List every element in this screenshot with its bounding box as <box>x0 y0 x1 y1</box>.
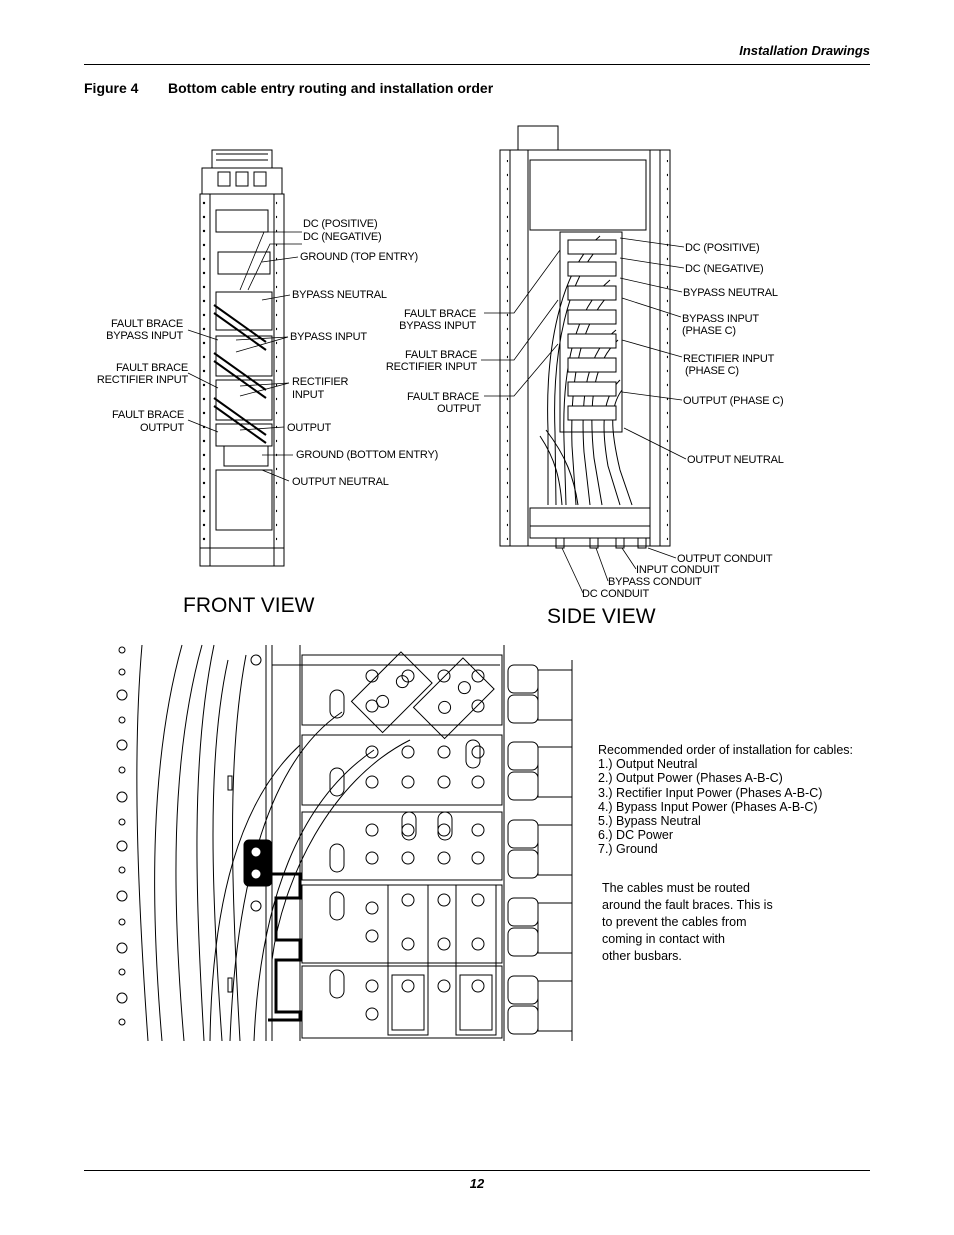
side-label-output-neutral: OUTPUT NEUTRAL <box>687 454 784 466</box>
page-number: 12 <box>469 1176 485 1191</box>
side-label-fault-brace-output-1: FAULT BRACE <box>407 391 479 403</box>
side-label-fault-brace-bypass-2: BYPASS INPUT <box>399 320 476 332</box>
front-label-ground-bottom: GROUND (BOTTOM ENTRY) <box>296 449 439 461</box>
routing-note-line: around the fault braces. This is <box>602 898 773 912</box>
side-label-dc-positive: DC (POSITIVE) <box>685 242 760 254</box>
install-step: 6.) DC Power <box>598 828 674 843</box>
header-rule <box>84 64 870 65</box>
figure-caption: Figure 4 Bottom cable entry routing and i… <box>84 80 493 96</box>
side-view-title: SIDE VIEW <box>547 605 656 628</box>
side-label-dc-conduit: DC CONDUIT <box>582 588 650 600</box>
install-step: 3.) Rectifier Input Power (Phases A-B-C) <box>598 785 823 800</box>
side-label-rect-input-1: RECTIFIER INPUT <box>683 353 775 365</box>
install-step: 4.) Bypass Input Power (Phases A-B-C) <box>598 799 818 814</box>
side-label-fault-brace-output-2: OUTPUT <box>436 403 481 415</box>
front-label-dc-negative: DC (NEGATIVE) <box>303 231 382 243</box>
side-view-busbars <box>567 239 617 421</box>
figure-number: Figure 4 <box>84 80 139 96</box>
install-step: 5.) Bypass Neutral <box>598 814 701 829</box>
side-label-fault-brace-bypass-1: FAULT BRACE <box>404 308 476 320</box>
front-label-fault-brace-output-1: FAULT BRACE <box>112 409 184 421</box>
install-step: 2.) Output Power (Phases A-B-C) <box>598 771 783 786</box>
side-label-bypass-neutral: BYPASS NEUTRAL <box>683 287 778 299</box>
side-label-bypass-input-1: BYPASS INPUT <box>682 313 759 325</box>
routing-note: The cables must be routed around the fau… <box>602 880 773 965</box>
front-view-leaders <box>187 231 302 482</box>
install-order-heading: Recommended order of installation for ca… <box>598 743 853 757</box>
front-view-title: FRONT VIEW <box>183 594 315 617</box>
install-order-list: Recommended order of installation for ca… <box>598 743 853 857</box>
front-label-bypass-input: BYPASS INPUT <box>290 331 367 343</box>
side-label-output-conduit: OUTPUT CONDUIT <box>677 553 773 565</box>
detail-view <box>116 644 573 1042</box>
front-label-bypass-neutral: BYPASS NEUTRAL <box>292 289 387 301</box>
routing-note-line: The cables must be routed <box>602 881 750 895</box>
front-view-cabinet <box>199 149 285 567</box>
front-label-output: OUTPUT <box>287 422 332 434</box>
side-label-bypass-conduit: BYPASS CONDUIT <box>608 576 702 588</box>
front-label-fault-brace-output-2: OUTPUT <box>139 422 184 434</box>
front-label-rectifier-1: RECTIFIER <box>292 376 349 388</box>
front-label-output-neutral: OUTPUT NEUTRAL <box>292 476 389 488</box>
front-label-fault-brace-bypass-1: FAULT BRACE <box>111 318 183 330</box>
side-label-bypass-input-2: (PHASE C) <box>682 325 736 337</box>
install-step: 7.) Ground <box>598 842 658 857</box>
side-label-fault-brace-rect-1: FAULT BRACE <box>405 349 477 361</box>
front-label-rectifier-2: INPUT <box>292 389 325 401</box>
side-label-input-conduit: INPUT CONDUIT <box>636 564 720 576</box>
front-label-fault-brace-bypass-2: BYPASS INPUT <box>106 330 183 342</box>
side-label-dc-negative: DC (NEGATIVE) <box>685 263 764 275</box>
side-label-output-c: OUTPUT (PHASE C) <box>683 395 784 407</box>
side-label-rect-input-2: (PHASE C) <box>685 365 739 377</box>
front-label-ground-top: GROUND (TOP ENTRY) <box>300 251 419 263</box>
routing-note-line: to prevent the cables from <box>602 915 747 929</box>
section-header: Installation Drawings <box>739 43 870 58</box>
front-label-dc-positive: DC (POSITIVE) <box>303 218 378 230</box>
front-label-fault-brace-rect-2: RECTIFIER INPUT <box>96 374 188 386</box>
install-step: 1.) Output Neutral <box>598 757 698 772</box>
routing-note-line: other busbars. <box>602 949 682 963</box>
front-label-fault-brace-rect-1: FAULT BRACE <box>116 362 188 374</box>
figure-title: Bottom cable entry routing and installat… <box>168 80 494 96</box>
side-label-fault-brace-rect-2: RECTIFIER INPUT <box>385 361 477 373</box>
routing-note-line: coming in contact with <box>602 932 725 946</box>
footer-rule <box>84 1170 870 1171</box>
side-view-leaders <box>481 237 687 594</box>
